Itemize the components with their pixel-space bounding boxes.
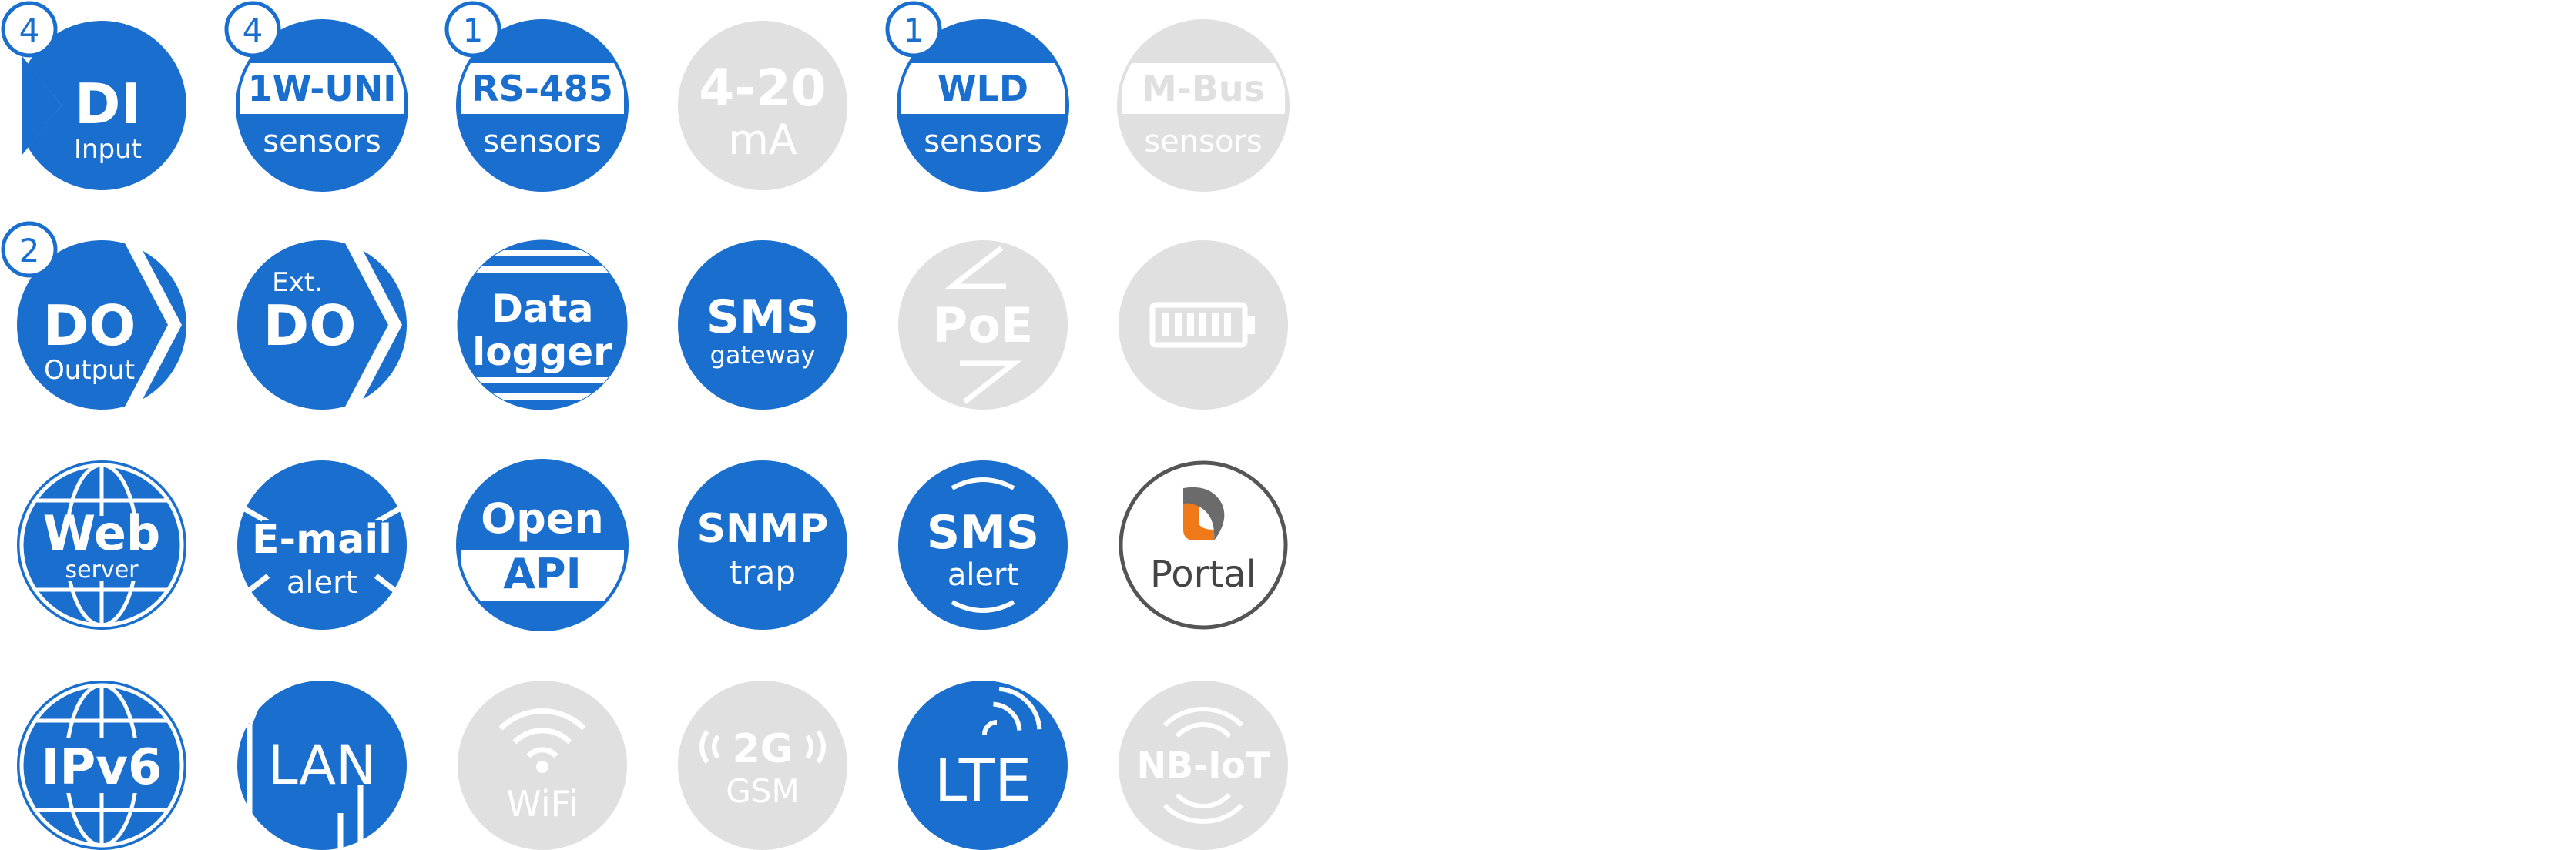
1w-uni-sensors-icon: 1W-UNI sensors — [236, 19, 408, 192]
m-bus-subtitle: sensors — [1144, 124, 1262, 159]
web-server-title: Web — [43, 505, 161, 561]
rs485-subtitle: sensors — [483, 124, 601, 159]
email-alert-subtitle: alert — [287, 565, 357, 601]
sms-alert-subtitle: alert — [948, 557, 1018, 593]
open-api-title: Open — [481, 494, 604, 543]
ipv6-title: IPv6 — [42, 739, 163, 796]
ext-do-prefix: Ext. — [272, 267, 323, 298]
sms-alert-icon: SMS alert — [898, 460, 1068, 630]
portal-logo-icon: Portal — [1119, 460, 1288, 630]
ipv6-icon: IPv6 — [17, 681, 186, 850]
svg-text:4: 4 — [243, 12, 263, 49]
m-bus-title: M-Bus — [1142, 68, 1265, 109]
di-subtitle: Input — [74, 134, 142, 165]
di-input-icon: DI Input — [8, 21, 186, 190]
rs485-sensors-icon: RS-485 sensors — [456, 19, 629, 192]
poe-title: PoE — [933, 297, 1033, 353]
di-title: DI — [75, 72, 142, 136]
data-logger-subtitle: logger — [472, 330, 612, 374]
email-alert-icon: E-mail alert — [237, 460, 407, 630]
poe-icon: PoE — [898, 240, 1068, 410]
web-server-icon: Web server — [17, 460, 186, 630]
nb-iot-title: NB-IoT — [1137, 745, 1270, 786]
do-title: DO — [43, 293, 136, 358]
gsm-subtitle: GSM — [726, 772, 799, 810]
snmp-trap-subtitle: trap — [730, 554, 796, 591]
data-logger-icon: Data logger — [457, 239, 628, 410]
sms-gateway-icon: SMS gateway — [678, 240, 847, 410]
rs485-title: RS-485 — [471, 68, 613, 109]
do-output-icon: DO Output — [17, 240, 186, 410]
2g-gsm-icon: 2G GSM — [678, 681, 847, 850]
wld-count-badge: 1 — [885, 1, 942, 58]
ext-do-title: DO — [263, 293, 357, 358]
lan-icon: LAN — [237, 678, 407, 850]
wifi-title: WiFi — [506, 783, 578, 825]
4-20-unit: mA — [728, 115, 797, 164]
1w-uni-subtitle: sensors — [263, 124, 381, 159]
svg-text:2: 2 — [19, 232, 40, 269]
snmp-trap-icon: SNMP trap — [678, 460, 847, 630]
snmp-trap-title: SNMP — [697, 506, 829, 552]
sms-gateway-title: SMS — [706, 290, 819, 344]
open-api-subtitle: API — [503, 550, 581, 598]
wld-sensors-icon: WLD sensors — [897, 19, 1069, 192]
do-subtitle: Output — [44, 355, 135, 386]
svg-text:4: 4 — [19, 12, 40, 49]
do-count-badge: 2 — [1, 221, 58, 278]
wld-title: WLD — [937, 68, 1028, 109]
sms-alert-title: SMS — [927, 506, 1039, 560]
email-alert-title: E-mail — [252, 517, 392, 563]
rs485-count-badge: 1 — [444, 1, 501, 58]
lan-title: LAN — [268, 734, 377, 797]
battery-icon — [1119, 240, 1288, 410]
sms-gateway-subtitle: gateway — [710, 340, 816, 370]
svg-text:1: 1 — [463, 12, 484, 49]
m-bus-sensors-icon: M-Bus sensors — [1117, 19, 1290, 192]
di-count-badge: 4 — [1, 1, 58, 58]
lte-icon: LTE — [898, 681, 1068, 850]
lte-title: LTE — [934, 746, 1031, 815]
data-logger-title: Data — [491, 286, 594, 331]
wifi-icon: WiFi — [458, 681, 627, 850]
4-20-title: 4-20 — [699, 59, 826, 118]
4-20ma-icon: 4-20 mA — [678, 21, 847, 190]
ext-do-icon: Ext. DO — [237, 240, 407, 410]
portal-title: Portal — [1150, 553, 1256, 596]
1w-uni-title: 1W-UNI — [248, 68, 397, 109]
1w-uni-count-badge: 4 — [224, 1, 281, 58]
wld-subtitle: sensors — [924, 124, 1041, 159]
2g-title: 2G — [733, 726, 793, 772]
nb-iot-icon: NB-IoT — [1119, 681, 1288, 850]
web-server-subtitle: server — [65, 557, 139, 584]
svg-text:1: 1 — [904, 12, 924, 49]
open-api-icon: Open API — [456, 459, 629, 631]
